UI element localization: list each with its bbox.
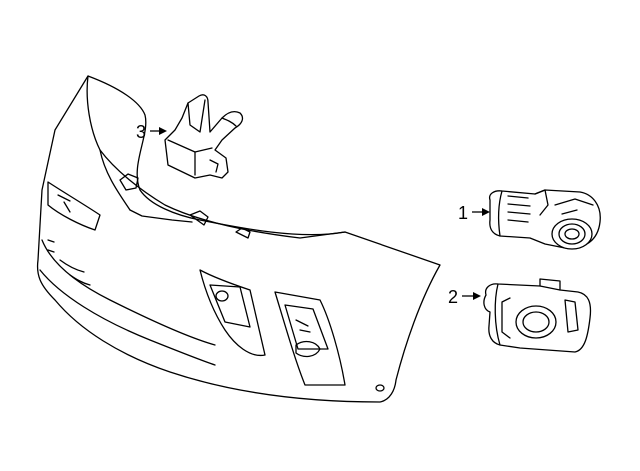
- callout-1: 1: [458, 203, 490, 223]
- sensor: [488, 189, 601, 250]
- sensor-retainer: [483, 278, 592, 353]
- callout-label-2: 2: [448, 287, 458, 307]
- bumper-cover: [36, 75, 441, 403]
- bracket: [164, 94, 244, 179]
- callout-3: 3: [136, 122, 167, 142]
- callout-2: 2: [448, 287, 481, 307]
- callout-label-1: 1: [458, 203, 468, 223]
- callout-label-3: 3: [136, 122, 146, 142]
